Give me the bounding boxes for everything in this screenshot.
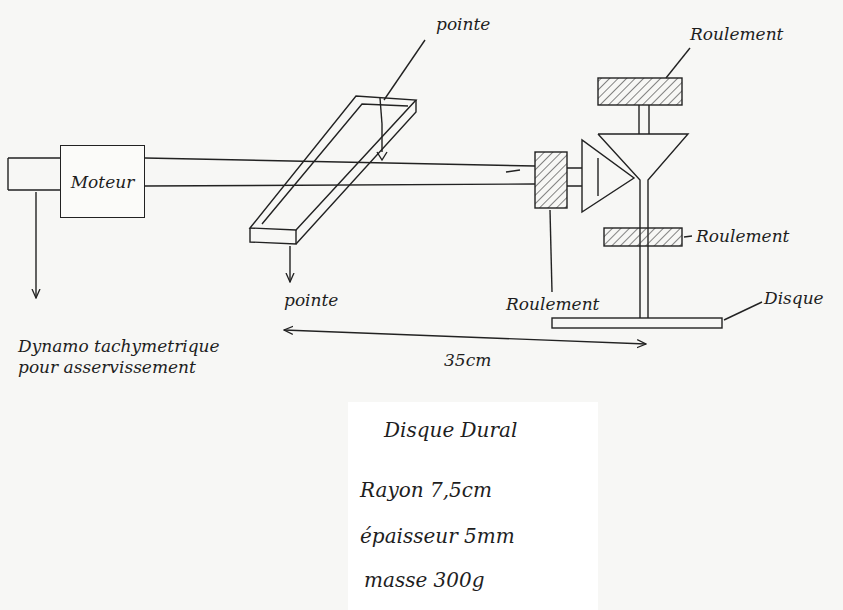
motor-label: Moteur [71,172,135,192]
part-label: pointe [436,14,490,35]
note-text: Disque Dural [384,418,517,443]
part-label: Roulement [506,294,599,315]
motor-box: Moteur [60,145,145,218]
note-text: masse 300g [364,568,485,593]
dimension-label: 35cm [444,350,491,371]
part-label: pointe [284,290,338,311]
part-label: Dynamo tachymetrique pour asservissement [18,336,248,379]
part-label: Roulement [696,226,789,247]
note-text: épaisseur 5mm [360,524,515,549]
note-text: Rayon 7,5cm [360,478,492,503]
part-label: Disque [764,288,824,309]
part-label: Roulement [690,24,783,45]
